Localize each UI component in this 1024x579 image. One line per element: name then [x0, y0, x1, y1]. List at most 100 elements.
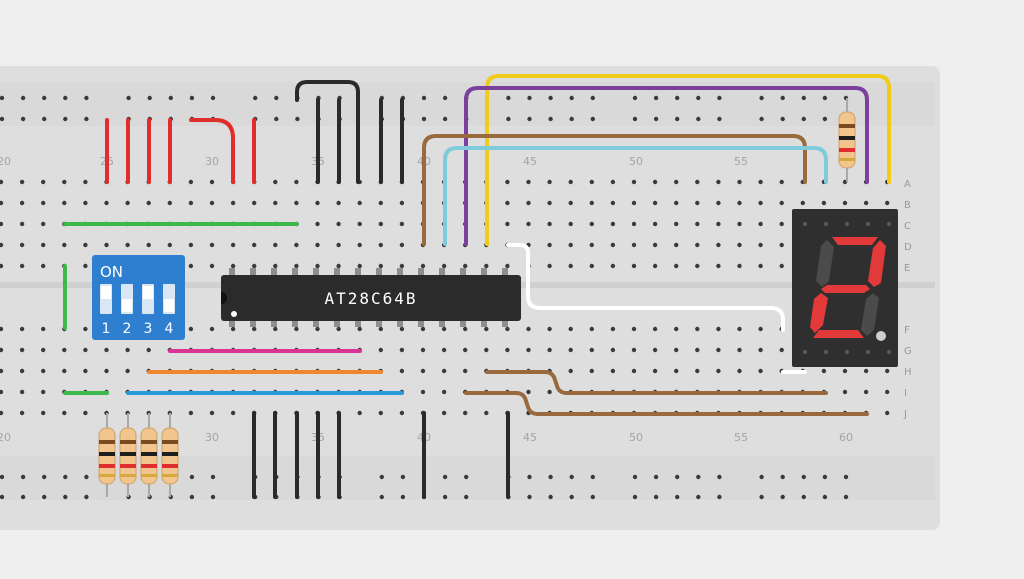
breadboard-hole[interactable]	[484, 347, 489, 353]
breadboard-hole[interactable]	[104, 368, 109, 374]
breadboard-hole[interactable]	[41, 347, 46, 353]
breadboard-hole[interactable]	[19, 263, 25, 269]
breadboard-hole[interactable]	[83, 368, 88, 374]
breadboard-hole[interactable]	[209, 179, 215, 185]
breadboard-hole[interactable]	[674, 263, 679, 269]
breadboard-hole[interactable]	[610, 368, 616, 374]
breadboard-hole[interactable]	[274, 116, 279, 122]
breadboard-hole[interactable]	[357, 242, 362, 248]
breadboard-hole[interactable]	[589, 326, 594, 332]
breadboard-hole[interactable]	[589, 200, 594, 206]
breadboard-hole[interactable]	[674, 221, 679, 227]
breadboard-hole[interactable]	[209, 242, 215, 248]
breadboard-hole[interactable]	[464, 494, 469, 500]
breadboard-hole[interactable]	[41, 200, 46, 206]
breadboard-hole[interactable]	[463, 347, 468, 353]
breadboard-hole[interactable]	[378, 242, 383, 248]
breadboard-hole[interactable]	[652, 242, 658, 248]
breadboard-hole[interactable]	[801, 474, 806, 480]
breadboard-hole[interactable]	[780, 474, 785, 480]
breadboard-hole[interactable]	[441, 263, 447, 269]
breadboard-hole[interactable]	[801, 116, 806, 122]
breadboard-hole[interactable]	[505, 263, 510, 269]
breadboard-hole[interactable]	[104, 347, 109, 353]
breadboard-hole[interactable]	[653, 95, 659, 101]
breadboard-hole[interactable]	[674, 242, 679, 248]
breadboard-hole[interactable]	[441, 389, 447, 395]
breadboard-hole[interactable]	[779, 179, 784, 185]
breadboard-hole[interactable]	[759, 494, 764, 500]
breadboard-hole[interactable]	[62, 410, 67, 416]
breadboard-hole[interactable]	[505, 179, 510, 185]
breadboard-hole[interactable]	[63, 95, 68, 101]
breadboard-hole[interactable]	[357, 221, 362, 227]
breadboard-hole[interactable]	[189, 95, 195, 101]
breadboard-hole[interactable]	[230, 263, 236, 269]
breadboard-hole[interactable]	[484, 410, 489, 416]
breadboard-hole[interactable]	[885, 200, 890, 206]
breadboard-hole[interactable]	[696, 494, 701, 500]
breadboard-hole[interactable]	[463, 263, 468, 269]
breadboard-hole[interactable]	[294, 242, 299, 248]
breadboard-hole[interactable]	[843, 474, 849, 480]
breadboard-hole[interactable]	[652, 263, 658, 269]
breadboard-hole[interactable]	[62, 347, 67, 353]
breadboard-hole[interactable]	[674, 347, 679, 353]
breadboard-hole[interactable]	[652, 326, 658, 332]
breadboard-hole[interactable]	[674, 326, 679, 332]
dip-switch[interactable]: ON 1 2 3 4	[92, 255, 185, 340]
breadboard-hole[interactable]	[315, 326, 320, 332]
breadboard-hole[interactable]	[442, 474, 448, 480]
breadboard-hole[interactable]	[146, 200, 151, 206]
breadboard-hole[interactable]	[19, 389, 25, 395]
breadboard-hole[interactable]	[230, 326, 236, 332]
breadboard-hole[interactable]	[357, 410, 362, 416]
breadboard-hole[interactable]	[125, 368, 130, 374]
eeprom-chip[interactable]: AT28C64B	[221, 268, 521, 327]
breadboard-hole[interactable]	[674, 368, 679, 374]
yellow-wire[interactable]	[485, 74, 891, 246]
breadboard-hole[interactable]	[568, 368, 573, 374]
breadboard-hole[interactable]	[674, 200, 679, 206]
breadboard-hole[interactable]	[695, 368, 700, 374]
breadboard-hole[interactable]	[399, 368, 405, 374]
breadboard-hole[interactable]	[717, 494, 722, 500]
breadboard-hole[interactable]	[294, 263, 299, 269]
breadboard-hole[interactable]	[632, 474, 638, 480]
breadboard-hole[interactable]	[821, 368, 827, 374]
breadboard-hole[interactable]	[20, 95, 26, 101]
breadboard-hole[interactable]	[41, 242, 46, 248]
breadboard-hole[interactable]	[209, 410, 215, 416]
breadboard-hole[interactable]	[188, 263, 194, 269]
breadboard-hole[interactable]	[294, 326, 299, 332]
breadboard-hole[interactable]	[652, 179, 658, 185]
breadboard-hole[interactable]	[442, 494, 448, 500]
breadboard-hole[interactable]	[315, 242, 320, 248]
breadboard-hole[interactable]	[737, 242, 742, 248]
breadboard-hole[interactable]	[336, 326, 341, 332]
breadboard-hole[interactable]	[589, 221, 594, 227]
breadboard-hole[interactable]	[84, 116, 89, 122]
breadboard-hole[interactable]	[590, 474, 595, 480]
breadboard-hole[interactable]	[41, 263, 46, 269]
breadboard-hole[interactable]	[315, 263, 320, 269]
breadboard-hole[interactable]	[675, 116, 680, 122]
breadboard-hole[interactable]	[527, 95, 532, 101]
breadboard-hole[interactable]	[357, 200, 362, 206]
breadboard-hole[interactable]	[273, 326, 278, 332]
breadboard-hole[interactable]	[19, 221, 25, 227]
breadboard-hole[interactable]	[0, 326, 4, 332]
breadboard-hole[interactable]	[653, 474, 659, 480]
breadboard-hole[interactable]	[568, 179, 573, 185]
breadboard-hole[interactable]	[631, 263, 637, 269]
breadboard-hole[interactable]	[506, 116, 511, 122]
breadboard-hole[interactable]	[547, 179, 552, 185]
breadboard-hole[interactable]	[420, 347, 426, 353]
breadboard-hole[interactable]	[230, 410, 236, 416]
breadboard-hole[interactable]	[821, 200, 827, 206]
breadboard-hole[interactable]	[610, 326, 616, 332]
red-wire[interactable]	[189, 118, 235, 184]
breadboard-hole[interactable]	[842, 200, 848, 206]
breadboard-hole[interactable]	[758, 221, 763, 227]
breadboard-hole[interactable]	[505, 221, 510, 227]
